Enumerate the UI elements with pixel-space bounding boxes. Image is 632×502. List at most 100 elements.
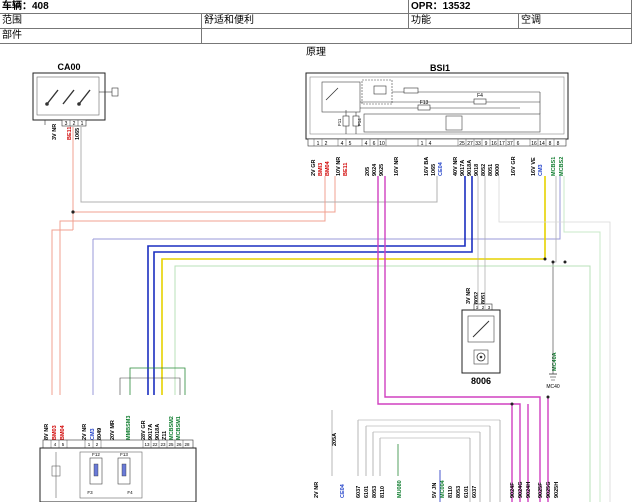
bsi-wire-8052: 8052 <box>481 164 487 176</box>
bm-wire-6037: 6037 <box>356 486 362 498</box>
ca00-pin-1: 1 <box>81 121 84 127</box>
mc40-wire: MC40A <box>552 352 558 371</box>
8006-harness: 3V NR <box>466 288 472 304</box>
br-wire-6101: 6101 <box>464 486 470 498</box>
bsi-pin: 10 <box>379 141 385 147</box>
vehicle-label: 车辆： <box>2 1 32 12</box>
ca00-label: CA00 <box>57 62 80 72</box>
bsi-pin: 14 <box>539 141 545 147</box>
bl-harness-20v-mr: 20V MR <box>110 420 116 440</box>
bl-pin: 23 <box>160 442 166 447</box>
component-ca00: 3 2 1 CA00 3V NR BE11 1065 <box>32 62 119 140</box>
bl-fuse-f12: F12 <box>92 452 100 457</box>
br-wire-8053: 8053 <box>456 486 462 498</box>
bl-pin: 25 <box>168 442 174 447</box>
bsi-pin: 4 <box>341 141 344 147</box>
bsi-wire-9018: 9018 <box>474 164 480 176</box>
ca00-pin-2: 2 <box>73 121 76 127</box>
bl-fuse-f3: F3 <box>87 490 93 495</box>
bsi-harness-2v-gr: 2V GR <box>311 159 317 176</box>
bl-pin: 2 <box>96 442 99 447</box>
bsi-pin: 37 <box>507 141 513 147</box>
ca00-pin-3: 3 <box>65 121 68 127</box>
8006-pin-3: 3 <box>488 305 491 310</box>
bsi-wire-9017a: 9017A <box>460 160 466 176</box>
opr-label: OPR： <box>411 1 443 12</box>
bm-wire-8110: 8110 <box>380 486 386 498</box>
bl-pin: 26 <box>176 442 182 447</box>
bl-wire-bm03: BM03 <box>52 425 58 440</box>
bsi-harness-10v-nr: 10V NR <box>336 157 342 176</box>
bsi-harness-16v-nr: 16V NR <box>394 157 400 176</box>
bsi-pin: 9 <box>485 141 488 147</box>
bsi-wire-9024: 9024 <box>372 163 378 176</box>
part-label-cell: 部件 <box>0 29 202 44</box>
bottom-right-connectors: 5V JN MC004 8110 8053 6101 6037 9024F 90… <box>432 479 560 498</box>
bsi1-wire-labels: 2V GR BMI3 BM04 10V NR BE11 205 9024 902… <box>311 156 565 176</box>
mc40-label: MC40 <box>546 384 560 390</box>
part-label: 部件 <box>2 30 22 41</box>
bsi-wire-9000: 9000 <box>495 164 501 176</box>
bl-wire-mmbsm3: MMBSM3 <box>126 416 132 440</box>
bsi-wire-cm3: CM3 <box>538 164 544 176</box>
bsi-wire-ce04: CE04 <box>438 161 444 176</box>
bl-fuse-f13: F13 <box>120 452 128 457</box>
header-table: 车辆：408 OPR：13532 范围 舒适和便利 功能 空调 部件 <box>0 0 632 44</box>
bsi-wire-205: 205 <box>365 167 371 176</box>
bl-wire-mcbsm1: MCBSM1 <box>176 416 182 440</box>
bm-wire-8053: 8053 <box>372 486 378 498</box>
component-8006: 3V NR 8052 8051 1 2 3 8006 <box>461 288 501 386</box>
bl-pin: 1 <box>88 442 91 447</box>
bl-fuse-f4: F4 <box>127 490 133 495</box>
8006-pin-2: 2 <box>482 305 485 310</box>
bsi-pin: 4 <box>429 141 432 147</box>
bsi-fuse-f11: F11 <box>337 118 342 126</box>
bsi-pin: 5 <box>349 141 352 147</box>
function-value: 空调 <box>521 15 541 26</box>
bsi-wire-8051: 8051 <box>488 164 494 176</box>
br-wire-6037: 6037 <box>472 486 478 498</box>
ca00-harness-label: 3V NR <box>52 124 58 140</box>
bsi-pin: 1 <box>421 141 424 147</box>
br-harness-5v-jn: 5V JN <box>432 483 438 498</box>
bm-wire-205a: 205A <box>332 433 338 446</box>
bsi-harness-16v-ba: 16V BA <box>424 157 430 176</box>
bsi-pin: 8 <box>549 141 552 147</box>
bsi1-label: BSI1 <box>430 63 450 73</box>
br-wire-9025g: 9025G <box>546 481 552 498</box>
ground-mc40: MC40A MC40 <box>546 262 560 390</box>
8006-wire-8052: 8052 <box>474 292 480 304</box>
bsi-wire-be11: BE11 <box>343 163 349 176</box>
bl-pin: 5 <box>62 442 65 447</box>
bsi-pin: 6 <box>517 141 520 147</box>
bm-harness-2v-nr: 2V NR <box>314 482 320 498</box>
bsi-wire-bmi3: BMI3 <box>318 163 324 176</box>
opr-value: 13532 <box>442 1 471 12</box>
function-label-cell: 功能 <box>409 14 519 29</box>
br-wire-8110: 8110 <box>448 486 454 498</box>
br-wire-9024g: 9024G <box>518 481 524 498</box>
bottom-middle-connectors: 205A 2V NR CE04 6037 6101 8053 8110 MU08… <box>314 433 403 498</box>
scope-value-cell: 舒适和便利 <box>202 14 409 29</box>
bsi-wire-mcbs2: MCBS2 <box>559 157 565 176</box>
bsi-pin: 16 <box>491 141 497 147</box>
component-bsi1: BSI1 F4 F13 F11 F14 <box>305 63 569 147</box>
bl-wire-8049: 8049 <box>97 428 103 440</box>
bl-wire-mcbsm2: MCBSM2 <box>169 416 175 440</box>
br-wire-9024f: 9024F <box>510 482 516 498</box>
bsi-pin: 4 <box>365 141 368 147</box>
bottom-left-box: 4 5 1 2 13 22 23 25 26 28 F12 F13 F3 F4 <box>39 439 197 502</box>
bl-pin: 22 <box>152 442 158 447</box>
diagram-title: 原理 <box>306 47 326 58</box>
bsi-harness-16v-ve: 16V VE <box>531 157 537 176</box>
bl-pin: 13 <box>144 442 150 447</box>
scope-label-cell: 范围 <box>0 14 202 29</box>
bsi-pin: 6 <box>373 141 376 147</box>
ca00-wire-be11: BE11 <box>67 127 73 140</box>
bm-wire-mu080: MU080 <box>397 480 403 498</box>
bsi-wire-bm04: BM04 <box>325 160 331 176</box>
ca00-wire-1065: 1065 <box>75 128 81 140</box>
br-wire-9025f: 9025F <box>538 482 544 498</box>
bl-harness-2v-nr: 2V NR <box>82 424 88 440</box>
